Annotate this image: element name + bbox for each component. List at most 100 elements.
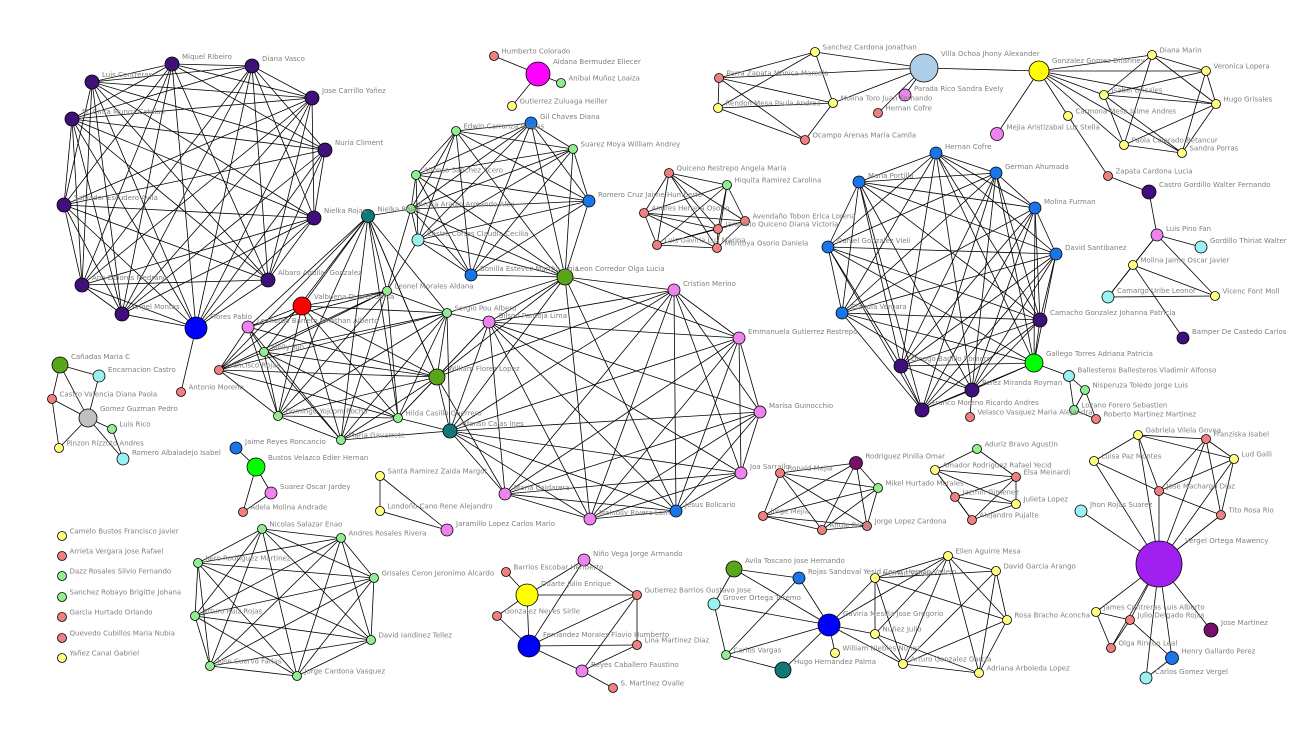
node-label: Arturo Gonzalez Garcia	[911, 656, 992, 664]
graph-node	[1091, 607, 1101, 617]
graph-node	[114, 306, 130, 322]
graph-node	[1002, 615, 1012, 625]
graph-edge	[81, 284, 123, 315]
node-label: Jesus Bolicario	[684, 501, 736, 509]
node-label: Montoya Osorio Daniela	[725, 240, 809, 248]
graph-edge	[488, 321, 506, 495]
graph-edge	[583, 559, 638, 596]
graph-node	[972, 444, 982, 454]
node-label: Cañadas Maria C	[71, 353, 130, 361]
node-label: Carlos Vargas	[734, 647, 782, 655]
graph-edge	[589, 411, 761, 520]
node-label: Romero Albaladejo Isabel	[132, 449, 221, 457]
node-label: Jose Martinez	[1220, 619, 1268, 627]
graph-edge	[841, 312, 1035, 364]
graph-edge	[63, 204, 315, 219]
graph-edge	[1107, 264, 1134, 298]
graph-node	[1201, 66, 1211, 76]
graph-edge	[740, 411, 761, 474]
graph-edge	[209, 528, 263, 667]
graph-edge	[528, 559, 585, 647]
graph-edge	[713, 603, 727, 656]
graph-edge	[1034, 207, 1057, 255]
node-label: Gomez Guzman Pedro	[100, 405, 178, 413]
graph-node	[974, 668, 984, 678]
graph-edge	[449, 430, 506, 495]
graph-edge	[397, 417, 451, 432]
graph-edge	[718, 77, 806, 141]
graph-edge	[738, 337, 742, 474]
graph-node	[740, 216, 750, 226]
graph-edge	[530, 122, 574, 150]
graph-edge	[247, 326, 342, 441]
graph-edge	[63, 204, 83, 286]
node-label: Dazz Rosales Silvio Fernando	[70, 568, 172, 576]
graph-edge	[1158, 438, 1207, 492]
node-label: Suarez Moya William Andrey	[581, 141, 681, 149]
graph-node	[366, 635, 376, 645]
graph-edge	[971, 253, 1057, 391]
node-label: Ronald Mejia	[788, 465, 833, 473]
graph-edge	[370, 577, 375, 641]
graph-edge	[504, 289, 675, 495]
graph-node	[669, 504, 683, 518]
graph-edge	[197, 537, 342, 564]
graph-edge	[1033, 207, 1036, 364]
graph-edge	[821, 462, 857, 531]
graph-edge	[934, 469, 1017, 505]
node-label: Gonzalez Neves Sirlle	[505, 608, 581, 616]
graph-node	[393, 413, 403, 423]
graph-edge	[821, 525, 868, 531]
graph-edge	[1205, 438, 1222, 516]
graph-edge	[488, 276, 566, 323]
graph-edge	[858, 172, 997, 183]
graph-edge	[171, 63, 253, 67]
graph-node	[1119, 140, 1129, 150]
node-label: Salvador Escudero Avila	[74, 194, 158, 202]
graph-edge	[197, 562, 298, 677]
graph-node	[369, 573, 379, 583]
graph-edge	[1181, 103, 1217, 154]
graph-edge	[814, 51, 834, 104]
node-label: David Garcia Arango	[1004, 563, 1076, 571]
graph-node	[713, 103, 723, 113]
graph-edge	[251, 65, 315, 219]
node-label: Luis Rico	[120, 421, 151, 429]
graph-edge	[51, 398, 60, 449]
graph-edge	[251, 65, 269, 281]
node-label: Tito Rosa Rio	[1228, 507, 1274, 515]
graph-edge	[1038, 70, 1105, 96]
graph-node	[498, 487, 512, 501]
graph-node	[873, 483, 883, 493]
graph-edge	[415, 130, 457, 176]
graph-node	[852, 175, 866, 189]
graph-edge	[1107, 295, 1216, 298]
graph-node	[292, 296, 312, 316]
node-label: Castro Valencia Diana Paola	[60, 391, 158, 399]
graph-node	[714, 73, 724, 83]
node-label: Elsa Meinardi	[1024, 469, 1071, 477]
graph-edge	[726, 184, 746, 222]
graph-node	[821, 240, 835, 254]
graph-node	[734, 466, 748, 480]
graph-edge	[1095, 611, 1131, 621]
node-label: Anibal Muñoz Loaiza	[569, 75, 640, 83]
graph-edge	[1103, 70, 1207, 96]
graph-edge	[1123, 103, 1217, 146]
graph-edge	[1129, 619, 1173, 659]
graph-edge	[1158, 490, 1222, 516]
graph-edge	[218, 369, 399, 419]
node-label: Camargo Uribe Leonor	[1117, 287, 1196, 295]
node-label: Nicolas Salazar Enao	[270, 521, 343, 529]
graph-node	[990, 127, 1004, 141]
graph-edge	[874, 577, 1008, 621]
graph-node	[632, 590, 642, 600]
graph-node	[492, 611, 502, 621]
graph-edge	[1137, 434, 1235, 460]
graph-edge	[828, 624, 904, 665]
graph-edge	[902, 619, 1008, 665]
graph-edge	[121, 217, 315, 315]
graph-edge	[81, 63, 173, 286]
graph-node	[1028, 60, 1050, 82]
graph-edge	[762, 515, 823, 531]
